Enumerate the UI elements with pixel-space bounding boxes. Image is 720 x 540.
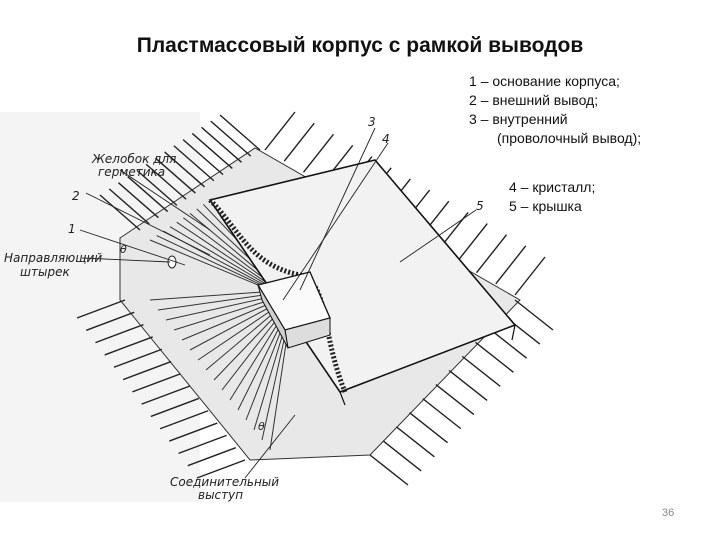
lead-left [178,434,227,455]
lead-top-right [475,234,508,274]
lead-left [159,410,209,430]
lead-top-left [127,176,169,213]
lead-left [76,299,126,319]
lead-top-right [283,122,315,162]
label-groove-1: Желобок для [91,152,176,166]
inner-lead [269,336,288,451]
label-bump-1: Соединительный [170,475,279,489]
legend-item-4: 4 – кристалл; [509,179,596,195]
lead-left [85,311,135,331]
slide-title: Пластмассовый корпус с рамкой выводов [136,34,584,57]
lead-bottom-right [382,440,422,472]
inner-lead [197,309,273,361]
inner-lead [181,303,269,341]
legend-item-2: 2 – внешний вывод; [469,92,599,108]
lead-top-left [173,145,215,182]
lead-left [122,360,172,381]
lead-left [169,422,218,442]
lead-left [150,397,200,418]
legend-block: 1 – основание корпуса; 2 – внешний вывод… [469,72,641,148]
lead-top-left [108,188,150,225]
inner-lead [253,330,285,431]
legend-item-3: 3 – внутренний [469,111,568,127]
lead-bottom-right [475,341,514,373]
inner-lead [176,221,268,284]
lead-bottom-right [448,369,488,402]
lead-top-left [99,194,141,231]
lead-top-left [145,163,187,200]
label-num-5: 5 [476,199,484,213]
pointer-lines [79,127,477,479]
lead-bottom-right [514,299,554,331]
lead-left [141,385,190,405]
legend-block-2: 4 – кристалл; 5 – крышка [509,178,595,216]
legend-item-1: 1 – основание корпуса; [469,73,620,89]
page-number: 36 [662,507,675,519]
inner-lead [156,235,261,285]
label-num-3: 3 [368,115,376,129]
inner-lead [183,217,270,283]
label-num-2: 2 [72,189,80,203]
inner-lead [149,239,259,286]
lead-bottom-right [409,412,448,444]
lead-left [113,348,163,368]
lead-top-left [164,151,206,188]
inner-lead [169,226,265,284]
lead-top-right [302,133,335,173]
inner-lead [221,318,278,391]
lead-left [196,459,246,479]
label-groove-2: герметика [98,165,165,179]
inner-lead [205,312,274,371]
lead-top-right [456,223,488,262]
inner-lead [149,291,263,301]
lead-left [95,323,144,344]
label-bump-2: выступ [198,488,243,502]
lead-bottom-right [435,383,475,416]
lead-left [132,373,181,393]
inner-lead [229,321,280,401]
label-num-1: 1 [68,222,76,236]
label-guide-1: Направляющий [4,251,102,265]
inner-lead [213,315,276,381]
legend-item-5: 5 – крышка [509,198,582,214]
inner-lead [165,297,266,321]
lead-bottom-right [369,454,409,486]
lead-top-left [201,126,242,163]
inner-lead [157,294,264,311]
lead-top-left [219,114,261,151]
lead-top-left [210,120,252,157]
lead-top-right [514,256,546,296]
inner-lead [261,333,286,441]
lead-top-right [264,111,296,151]
lead-left [104,336,153,356]
lead-bottom-right [395,426,435,458]
inner-lead [245,327,283,421]
label-theta-1: θ [120,243,127,256]
lead-left [187,447,237,467]
lead-frame [76,111,554,486]
inner-lead [237,324,281,411]
lead-top-left [182,139,224,176]
inner-lead [173,300,268,331]
label-theta-2: θ [258,420,265,433]
lead-top-left [118,182,159,219]
lead-top-right [495,245,527,285]
lead-top-left [136,169,178,206]
label-guide-2: штырек [20,265,70,279]
label-num-4: 4 [382,132,390,146]
lead-bottom-right [422,398,462,430]
legend-item-3-cont: (проволочный вывод); [497,130,642,146]
inner-lead [189,306,271,351]
lead-top-left [191,132,233,169]
lead-top-left [154,157,196,194]
lead-bottom-right [461,355,501,387]
